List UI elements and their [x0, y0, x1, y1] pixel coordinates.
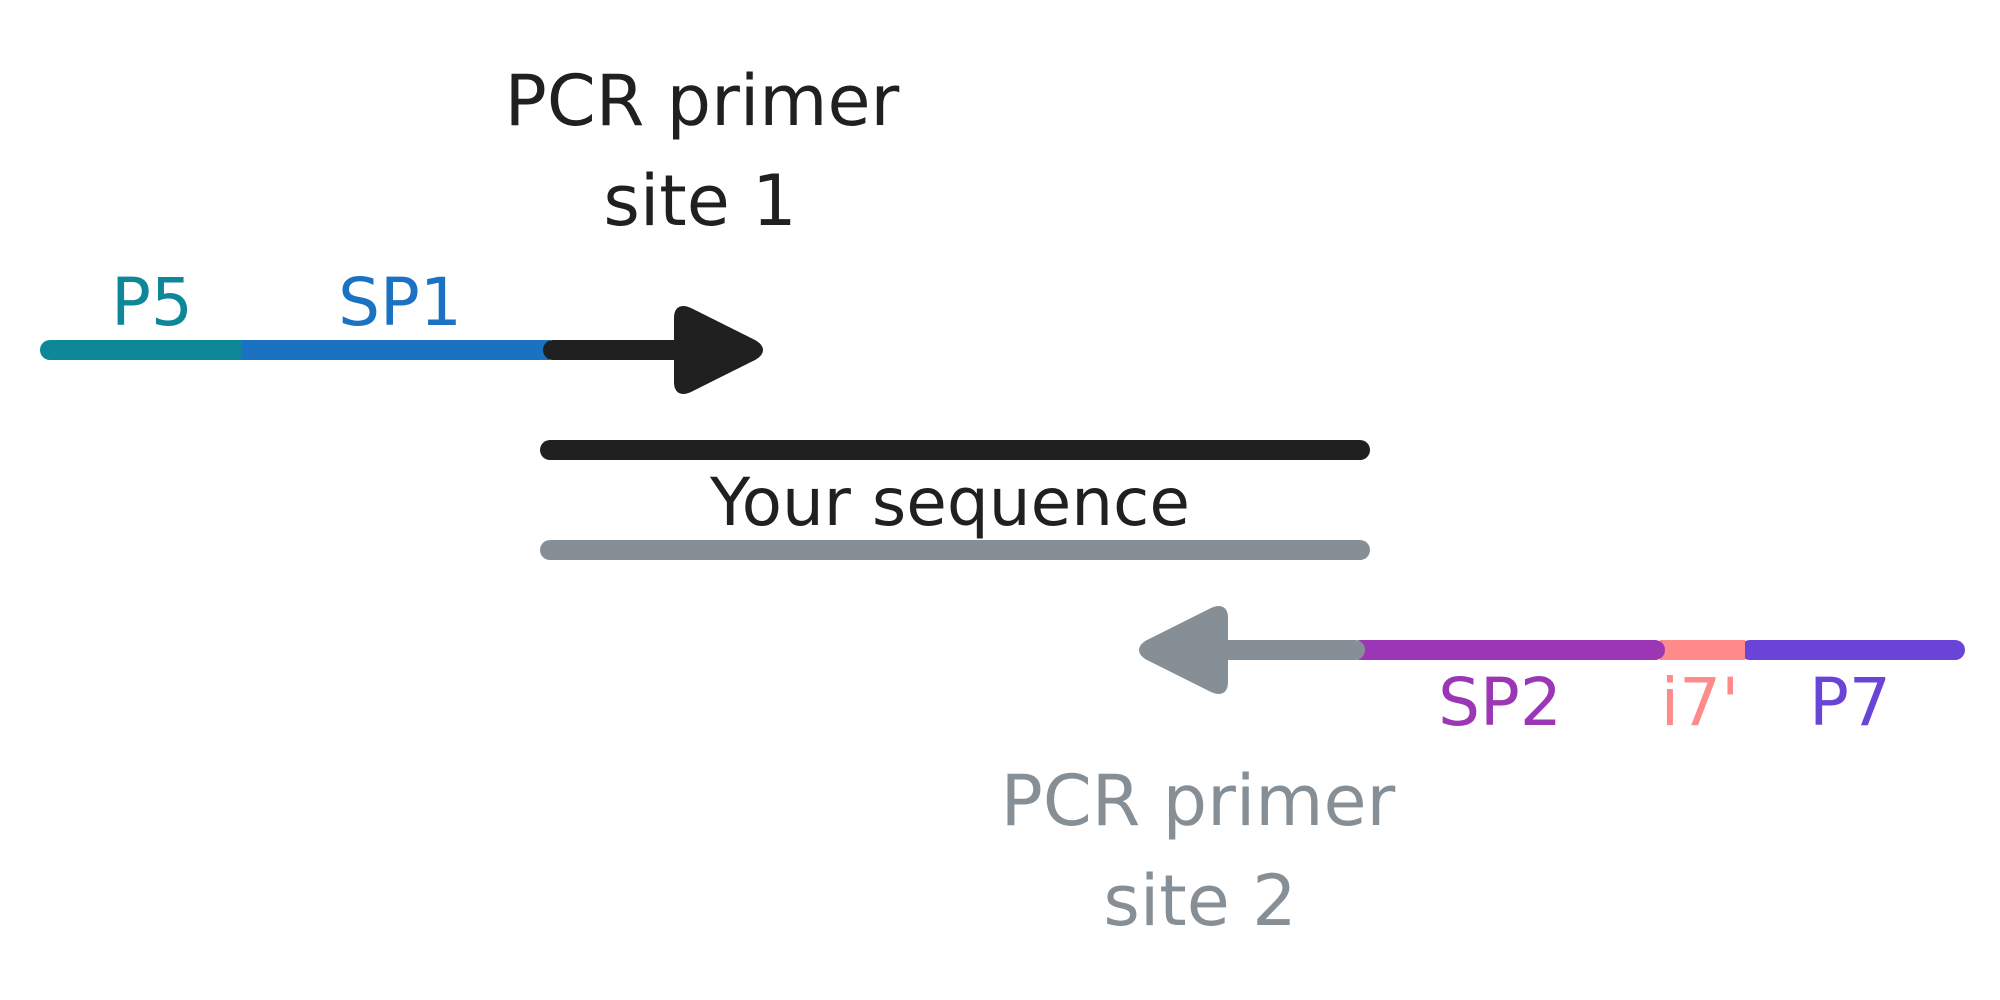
your-sequence-label: Your sequence: [709, 464, 1190, 541]
reverse-arrowhead-icon: [1139, 606, 1228, 694]
sp1-label: SP1: [338, 264, 462, 341]
i7-label: i7': [1661, 664, 1739, 741]
reverse-primer-title-line1: PCR primer: [1001, 760, 1396, 842]
forward-primer-title-line1: PCR primer: [505, 60, 900, 142]
forward-arrowhead-icon: [674, 306, 763, 394]
p5-label: P5: [111, 264, 193, 341]
forward-primer-title-line2: site 1: [603, 160, 796, 242]
reverse-primer-title-line2: site 2: [1103, 860, 1296, 942]
sp2-label: SP2: [1438, 664, 1562, 741]
p7-label: P7: [1809, 664, 1891, 741]
